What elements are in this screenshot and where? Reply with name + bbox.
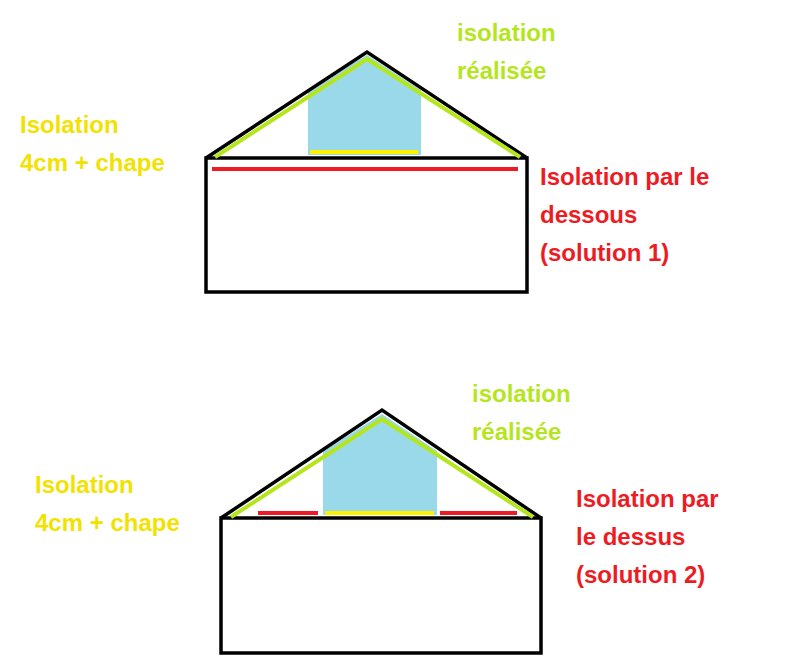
label-line: (solution 2)	[576, 556, 719, 594]
label-line: (solution 1)	[540, 234, 709, 272]
label-line: isolation	[457, 14, 556, 52]
solution-label: Isolation par le dessus (solution 2)	[576, 480, 719, 594]
attic-room	[308, 55, 421, 155]
label-line: Isolation par	[576, 480, 719, 518]
ceiling-insulation-below	[212, 167, 518, 171]
house-solution-1	[206, 52, 527, 292]
house-walls	[221, 518, 541, 653]
label-line: isolation	[472, 375, 571, 413]
label-line: Isolation par le	[540, 158, 709, 196]
screed-insulation-label: Isolation 4cm + chape	[20, 106, 165, 182]
label-line: 4cm + chape	[35, 504, 180, 542]
floor-insulation	[310, 150, 418, 154]
house-walls	[206, 158, 527, 292]
label-line: Isolation	[35, 466, 180, 504]
label-line: réalisée	[457, 52, 556, 90]
screed-insulation-label: Isolation 4cm + chape	[35, 466, 180, 542]
done-insulation-label: isolation réalisée	[472, 375, 571, 451]
label-line: Isolation	[20, 106, 165, 144]
label-line: dessous	[540, 196, 709, 234]
attic-room	[323, 414, 437, 515]
label-line: réalisée	[472, 413, 571, 451]
floor-insulation-above	[440, 511, 517, 515]
done-insulation-label: isolation réalisée	[457, 14, 556, 90]
solution-label: Isolation par le dessous (solution 1)	[540, 158, 709, 272]
floor-insulation-above	[258, 511, 318, 515]
label-line: 4cm + chape	[20, 144, 165, 182]
floor-insulation	[325, 511, 434, 515]
house-solution-2	[221, 410, 541, 653]
label-line: le dessus	[576, 518, 719, 556]
